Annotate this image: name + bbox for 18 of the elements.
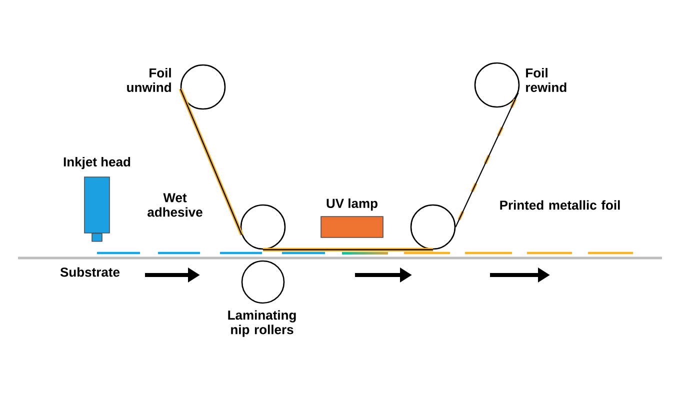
roller-circle [240, 204, 286, 250]
node-label: Inkjet head [64, 156, 130, 170]
node-label: UV lamp [326, 198, 378, 211]
foil-web [263, 248, 433, 252]
process-label: Wet adhesive [148, 193, 202, 217]
uv-lamp: UV lamp [320, 198, 384, 238]
roller-circle [474, 62, 520, 108]
process-label: Substrate [60, 267, 120, 277]
foil-web [178, 88, 244, 236]
roller-circle [410, 204, 456, 250]
inkjet-head: Inkjet head [64, 156, 130, 242]
roller-circle [180, 64, 226, 110]
roller-circle [241, 260, 285, 304]
roller-label: Foil unwind [127, 68, 171, 92]
roller-label: Laminating nip rollers [228, 310, 296, 337]
process-label: Printed metallic foil [500, 200, 620, 210]
roller-label: Foil rewind [526, 68, 566, 92]
foil-web [454, 92, 520, 228]
